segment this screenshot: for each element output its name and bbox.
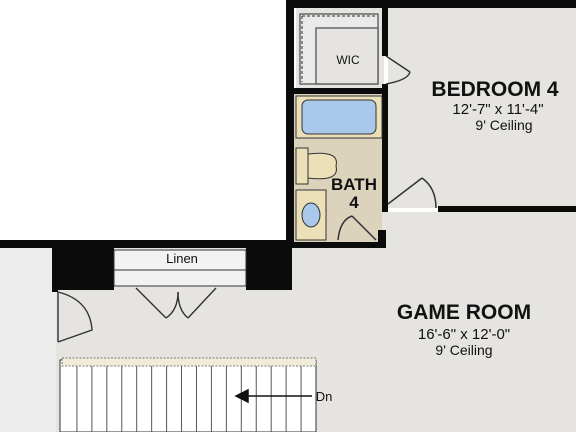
- bath-name: BATH: [331, 175, 377, 194]
- wic-shelf: [299, 13, 379, 85]
- bathtub: [295, 95, 383, 139]
- walls: [0, 0, 576, 292]
- game-room-upper-floor: [382, 212, 576, 246]
- bath-door[interactable]: [337, 215, 377, 241]
- bedroom-name: BEDROOM 4: [431, 78, 559, 101]
- stair-direction-arrow: [234, 388, 312, 404]
- bath-number: 4: [349, 193, 359, 212]
- linen-label: Linen: [166, 251, 198, 266]
- bedroom-floor: [388, 8, 576, 208]
- wic-door[interactable]: [385, 55, 411, 85]
- linen-doors[interactable]: [135, 287, 217, 319]
- bedroom-ceiling: 9' Ceiling: [475, 117, 532, 133]
- hall-door[interactable]: [57, 291, 93, 343]
- stair-down-label: Dn: [316, 389, 333, 404]
- game-room-name: GAME ROOM: [397, 301, 531, 324]
- hall-floor: [0, 248, 56, 432]
- staircase: [59, 357, 317, 432]
- game-room-ceiling: 9' Ceiling: [435, 342, 492, 358]
- game-room-dimensions: 16'-6" x 12'-0": [418, 326, 510, 343]
- linen-cabinet: [113, 249, 247, 287]
- toilet: [295, 147, 337, 185]
- wic-label: WIC: [336, 53, 360, 67]
- vanity-sink: [295, 189, 327, 241]
- bedroom-dimensions: 12'-7" x 11'-4": [452, 101, 543, 118]
- bedroom-door[interactable]: [387, 177, 437, 209]
